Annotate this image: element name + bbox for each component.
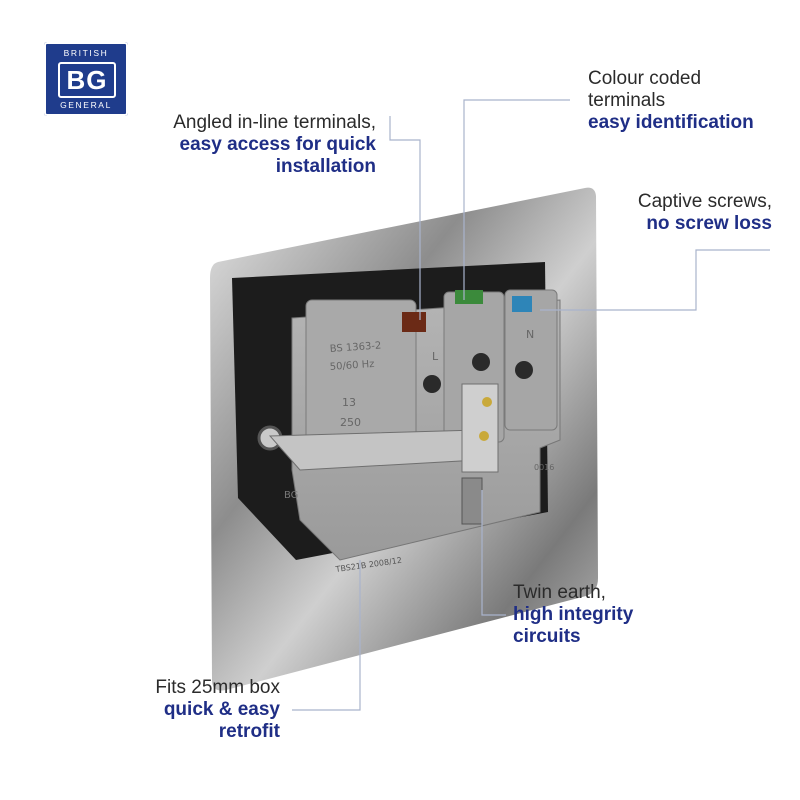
callout-colour-line2: terminals <box>588 90 666 111</box>
callout-captive-em1: no screw loss <box>646 213 772 234</box>
leader-captive <box>540 249 770 311</box>
housing-frequency-label: 50/60 Hz <box>329 359 374 373</box>
callout-angled-em1: easy access for quick <box>179 134 376 155</box>
logo-top-text: BRITISH <box>63 48 109 58</box>
terminal-housing-right <box>504 289 558 431</box>
callout-colour-coded: Colour coded terminals easy identificati… <box>588 68 788 134</box>
callout-twin-earth: Twin earth, high integrity circuits <box>513 582 713 648</box>
leader-lines <box>292 99 770 711</box>
housing-rating-bottom: 250 <box>340 416 361 429</box>
leader-colour <box>463 99 570 300</box>
callout-fits-em2: retrofit <box>218 721 280 742</box>
callout-angled-em2: installation <box>275 156 376 177</box>
brand-tab-label: BG <box>284 490 298 501</box>
leader-angled <box>389 116 421 320</box>
callout-twin-line1: Twin earth, <box>513 582 606 603</box>
logo-bottom-text: GENERAL <box>60 100 112 110</box>
neutral-terminal-blue <box>512 296 532 312</box>
live-terminal-brown <box>402 312 426 332</box>
callout-angled-terminals: Angled in-line terminals, easy access fo… <box>120 112 376 178</box>
earth-link-bracket <box>461 383 499 473</box>
terminal-screw-l <box>423 375 441 393</box>
housing-standard-label: BS 1363-2 <box>329 340 381 355</box>
terminal-housing-left <box>305 299 417 451</box>
callout-fits-line1: Fits 25mm box <box>155 677 280 698</box>
housing-code-label: 0016 <box>534 463 554 472</box>
logo-mark: BG <box>58 62 116 98</box>
earth-brass-screw-2 <box>479 431 489 441</box>
callout-captive-screws: Captive screws, no screw loss <box>580 191 772 235</box>
terminal-screw-n <box>515 361 533 379</box>
callout-fits-box: Fits 25mm box quick & easy retrofit <box>100 677 280 743</box>
terminal-screw-e <box>472 353 490 371</box>
callout-twin-em1: high integrity <box>513 604 634 625</box>
earth-stud <box>461 477 483 525</box>
callout-fits-em1: quick & easy <box>163 699 280 720</box>
callout-colour-line1: Colour coded <box>588 68 702 89</box>
british-general-logo: BRITISH BG GENERAL <box>44 42 128 116</box>
earth-terminal-green <box>455 290 483 304</box>
leader-fits <box>292 560 361 711</box>
callout-angled-line1: Angled in-line terminals, <box>173 112 376 133</box>
earth-brass-screw <box>482 397 492 407</box>
leader-twin <box>481 490 506 616</box>
terminal-n-label: N <box>526 328 534 341</box>
callout-colour-em1: easy identification <box>588 112 754 133</box>
housing-rating-top: 13 <box>342 396 356 409</box>
callout-captive-line1: Captive screws, <box>637 191 772 212</box>
terminal-l-label: L <box>432 350 439 363</box>
callout-twin-em2: circuits <box>513 626 581 647</box>
